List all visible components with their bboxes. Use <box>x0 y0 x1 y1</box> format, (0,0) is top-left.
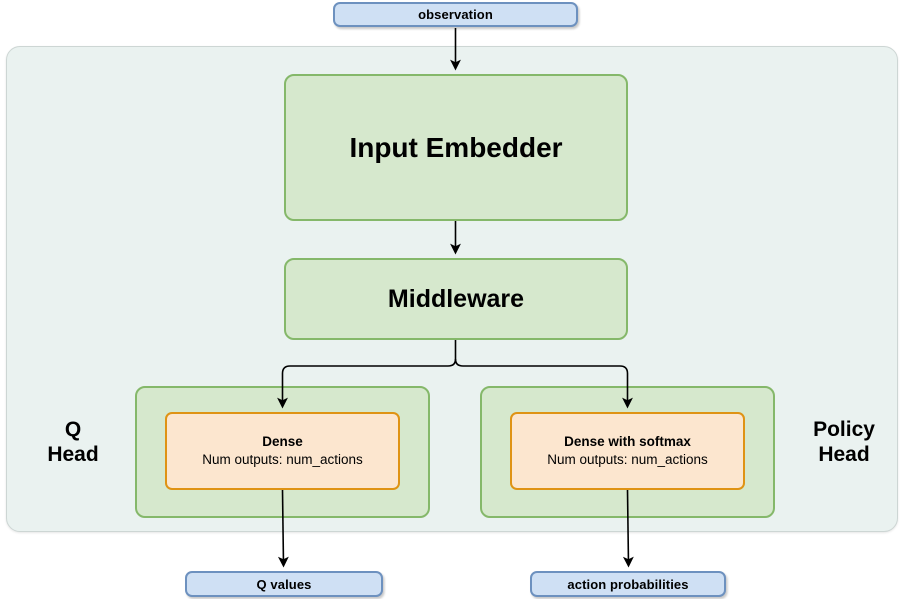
q-head-dense-subtitle: Num outputs: num_actions <box>202 452 363 467</box>
input-embedder-block: Input Embedder <box>284 74 628 221</box>
q-head-side-label-line2: Head <box>47 442 99 466</box>
policy-head-dense-block: Dense with softmax Num outputs: num_acti… <box>510 412 745 490</box>
q-head-side-label-line1: Q <box>64 418 82 441</box>
observation-input-box: observation <box>333 2 578 27</box>
policy-head-side-label: Policy Head <box>790 418 898 468</box>
policy-head-side-label-line2: Head <box>818 442 870 466</box>
q-values-label: Q values <box>256 576 312 592</box>
middleware-block: Middleware <box>284 258 628 340</box>
q-values-output-box: Q values <box>185 571 383 597</box>
observation-label: observation <box>418 7 493 22</box>
q-head-dense-title: Dense <box>262 433 303 449</box>
action-probabilities-label: action probabilities <box>567 576 689 592</box>
q-head-dense-block: Dense Num outputs: num_actions <box>165 412 400 490</box>
policy-head-dense-subtitle: Num outputs: num_actions <box>547 452 708 467</box>
policy-head-dense-title: Dense with softmax <box>564 433 691 449</box>
input-embedder-label: Input Embedder <box>349 131 563 163</box>
q-head-side-label: Q Head <box>30 418 116 468</box>
policy-head-side-label-line1: Policy <box>813 418 875 441</box>
middleware-label: Middleware <box>387 284 525 313</box>
action-probabilities-output-box: action probabilities <box>530 571 726 597</box>
